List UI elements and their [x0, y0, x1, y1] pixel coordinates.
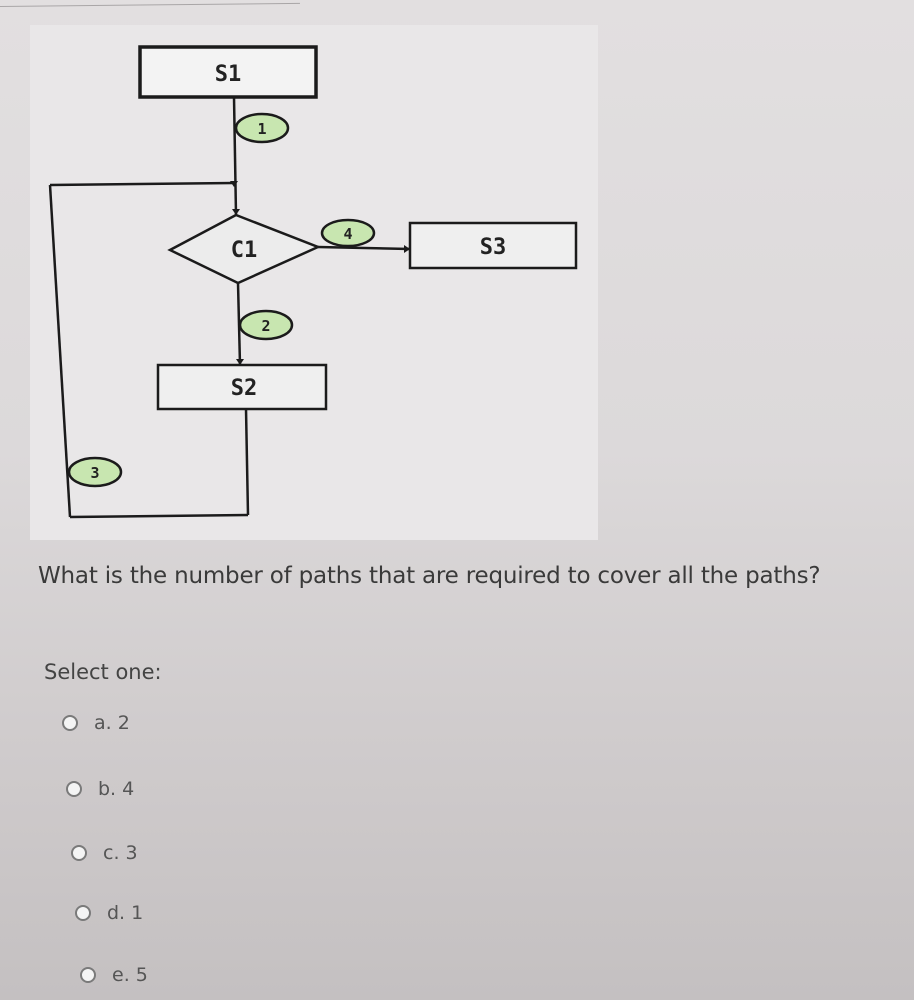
radio-button-icon[interactable]	[62, 715, 78, 731]
radio-button-icon[interactable]	[75, 905, 91, 921]
option-b[interactable]: b. 4	[66, 778, 134, 800]
option-label: b. 4	[98, 778, 135, 800]
node-s3-label: S3	[480, 235, 507, 260]
option-c[interactable]: c. 3	[71, 842, 138, 864]
option-label: d. 1	[107, 902, 144, 924]
radio-button-icon[interactable]	[80, 967, 96, 983]
option-label: c. 3	[103, 842, 138, 864]
select-one-prompt: Select one:	[44, 660, 162, 684]
radio-button-icon[interactable]	[71, 845, 87, 861]
edge-1-badge: 1	[257, 120, 266, 138]
option-label: e. 5	[112, 964, 148, 986]
node-s2-label: S2	[231, 376, 258, 401]
node-s1-label: S1	[215, 62, 242, 87]
option-e[interactable]: e. 5	[80, 964, 148, 986]
node-c1-label: C1	[231, 238, 258, 263]
option-label: a. 2	[94, 712, 130, 734]
option-a[interactable]: a. 2	[62, 712, 130, 734]
control-flow-diagram: 1 4 2 3 S1 C1 S2 S3	[30, 25, 598, 540]
edge-4-badge: 4	[343, 225, 352, 243]
edge-3-badge: 3	[90, 464, 99, 482]
question-text: What is the number of paths that are req…	[38, 563, 821, 589]
edge-2-badge: 2	[261, 317, 270, 335]
option-d[interactable]: d. 1	[75, 902, 143, 924]
page-divider	[0, 2, 300, 7]
radio-button-icon[interactable]	[66, 781, 82, 797]
